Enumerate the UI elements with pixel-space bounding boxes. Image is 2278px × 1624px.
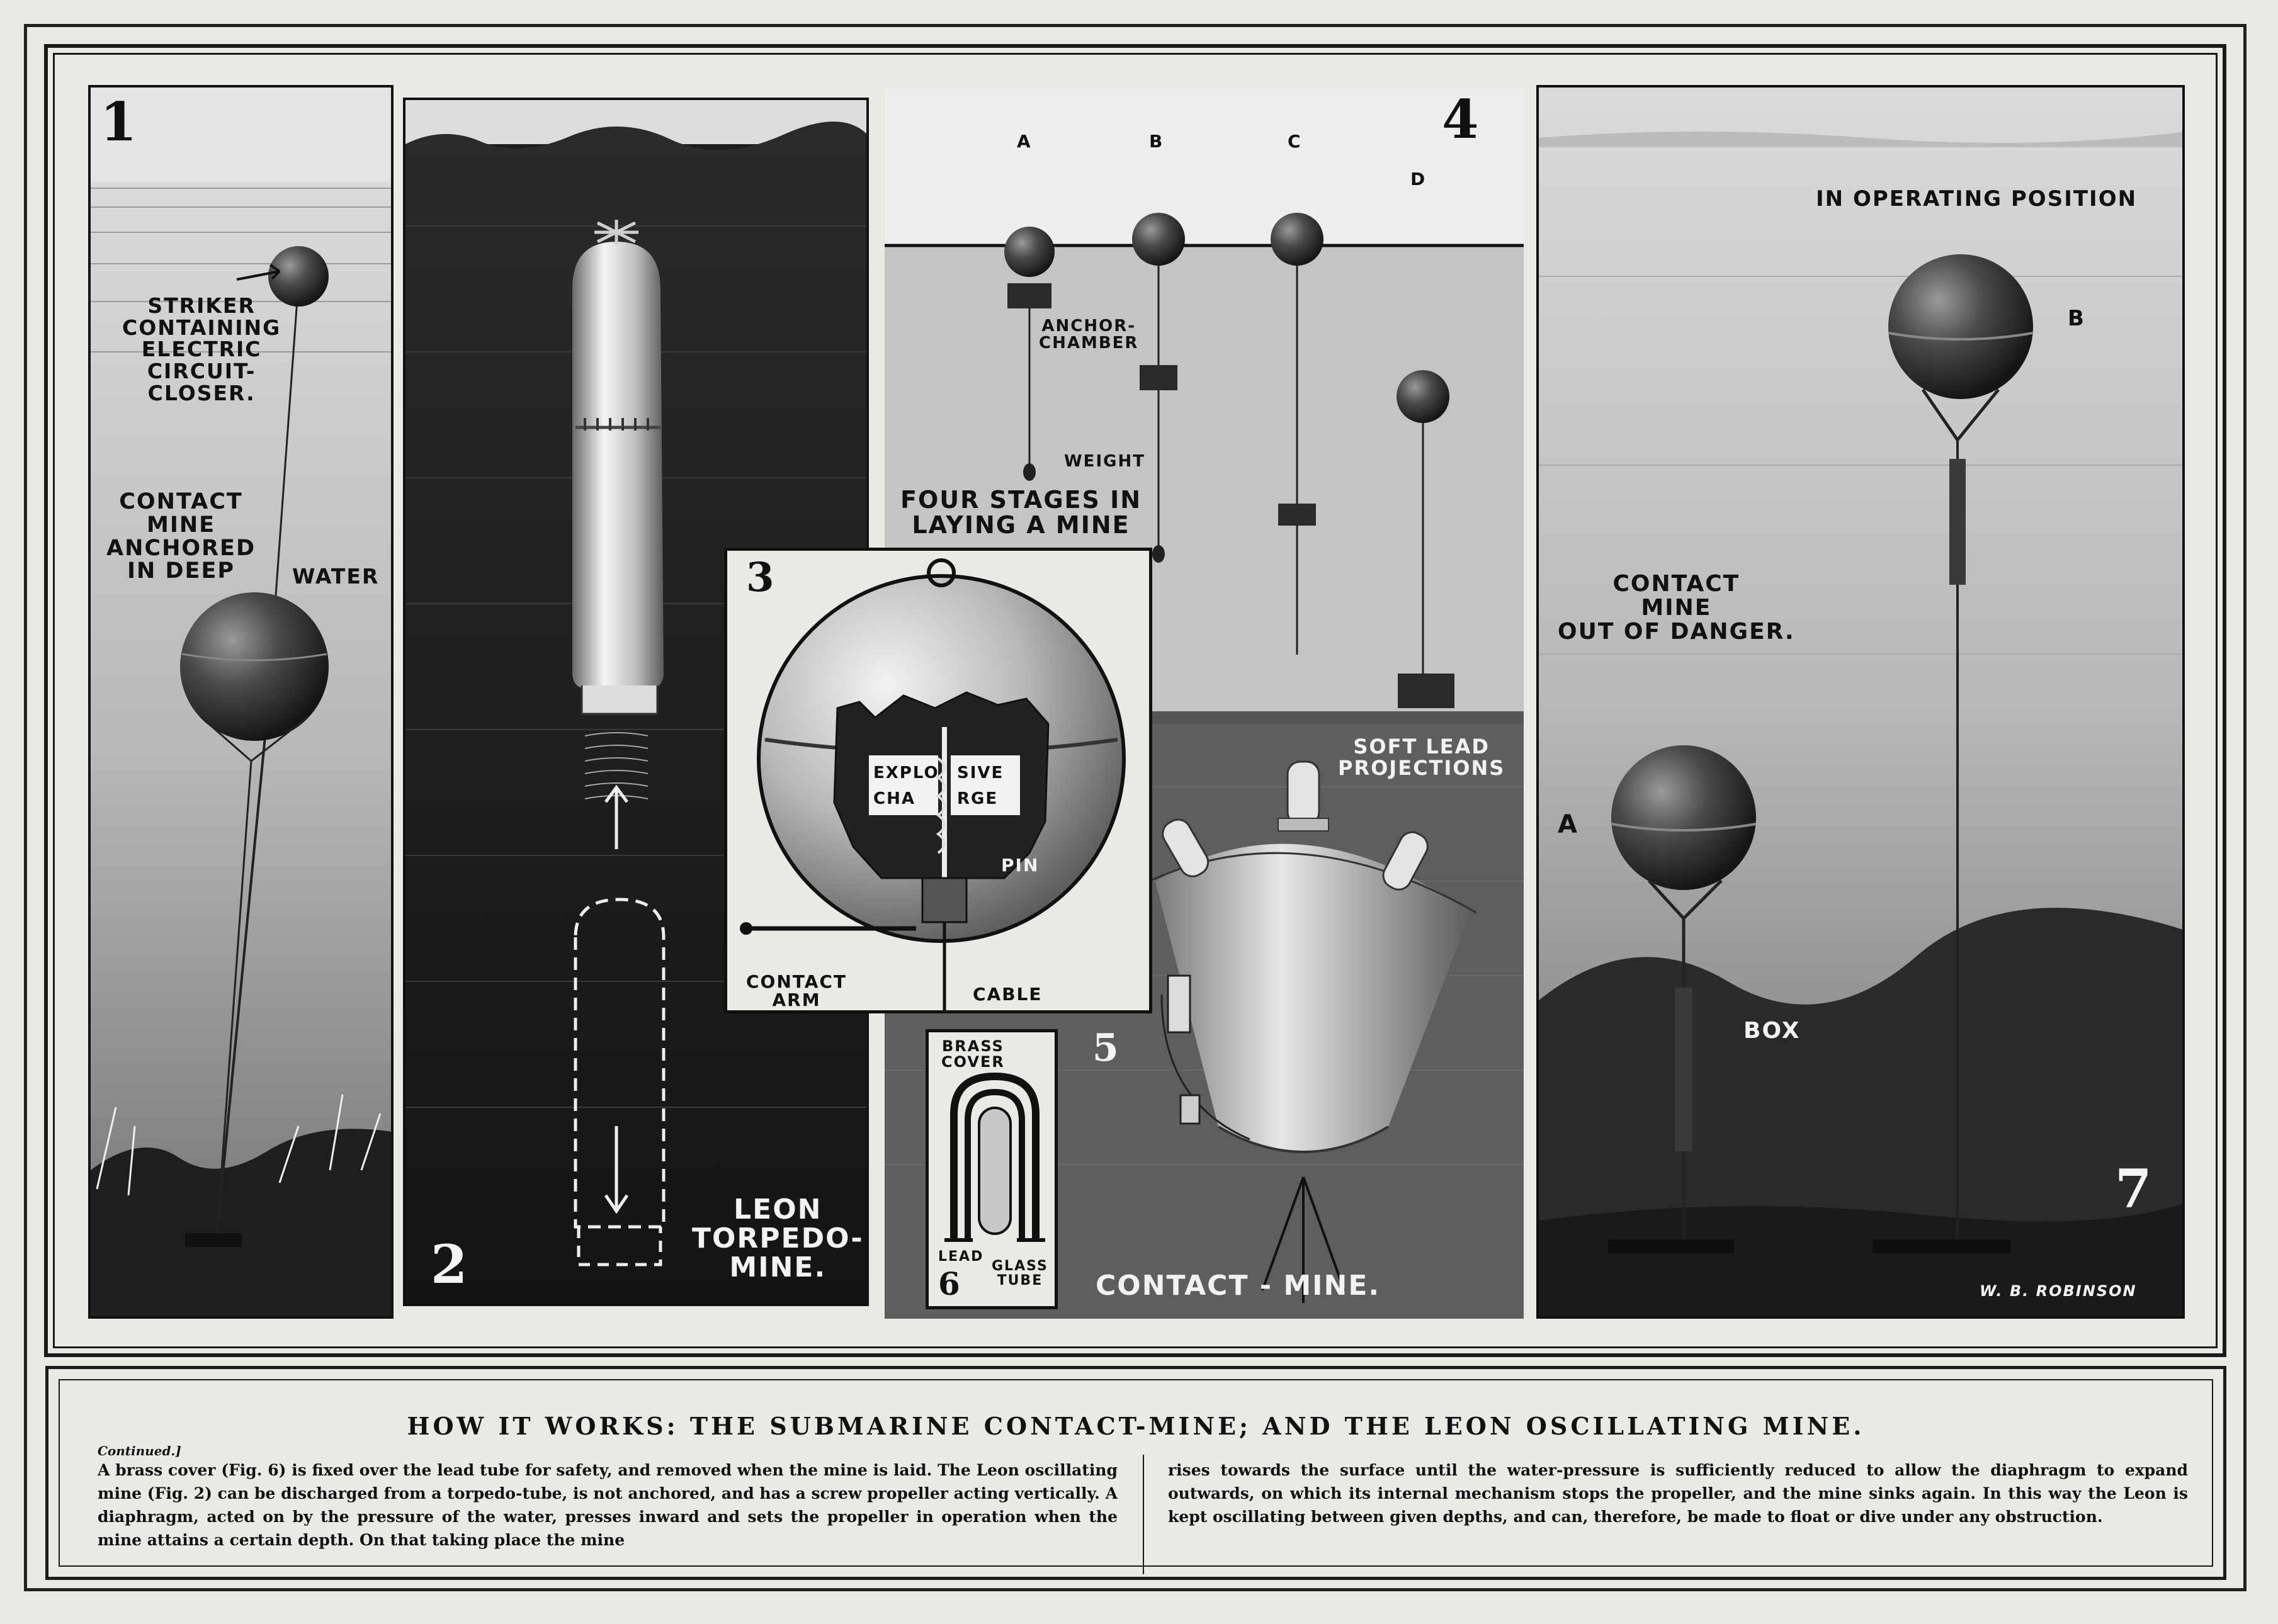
outer-border <box>24 24 2247 1591</box>
panel-7-oscillating-positions: 7 IN OPERATING POSITION B A CONTACT MINE… <box>1536 85 2185 1319</box>
lead-label: LEAD <box>938 1249 984 1265</box>
panel-1-illustration <box>91 182 391 1316</box>
pin-label: PIN <box>1001 855 1040 876</box>
contact-mine-title: CONTACT - MINE. <box>1096 1270 1381 1302</box>
caption-box: HOW IT WORKS: THE SUBMARINE CONTACT-MINE… <box>45 1366 2226 1580</box>
out-of-danger-line: OUT OF DANGER. <box>1558 618 1795 645</box>
contact-arm-label: CONTACT ARM <box>746 973 847 1010</box>
anchor-chamber-line: CHAMBER <box>1039 334 1139 353</box>
glass-tube-line: GLASS <box>992 1258 1048 1274</box>
panel-3-number: 3 <box>746 554 774 601</box>
charge-line: CHA <box>873 789 915 809</box>
title-line: TORPEDO- <box>692 1222 864 1255</box>
mine-label-line: ANCHORED <box>106 535 256 561</box>
anchor-chamber-line: ANCHOR- <box>1041 317 1136 336</box>
striker-label-line: CONTAINING <box>122 315 281 340</box>
panel-4-number: 4 <box>1442 88 1479 150</box>
position-b-label: B <box>2068 306 2085 331</box>
out-of-danger-line: MINE <box>1641 594 1712 621</box>
brass-cover-label: BRASS COVER <box>941 1037 1005 1071</box>
panel-5-number: 5 <box>1092 1026 1119 1070</box>
title-line: MINE. <box>729 1251 827 1284</box>
four-stages-line: LAYING A MINE <box>912 510 1130 539</box>
illustration-border <box>44 44 2226 1357</box>
cable-label: CABLE <box>973 984 1043 1005</box>
striker-label-line: CLOSER. <box>147 380 256 405</box>
anchor-chamber-label: ANCHOR- CHAMBER <box>1039 317 1139 353</box>
projections-line: PROJECTIONS <box>1338 755 1505 780</box>
four-stages-title: FOUR STAGES IN LAYING A MINE <box>900 486 1142 539</box>
panel-7-number: 7 <box>2115 1158 2152 1220</box>
explosive-charge-right: SIVE RGE <box>957 764 1004 809</box>
caption-title: HOW IT WORKS: THE SUBMARINE CONTACT-MINE… <box>407 1412 1865 1440</box>
weight-label: WEIGHT <box>1064 452 1145 471</box>
leon-torpedo-mine-title: LEON TORPEDO- MINE. <box>692 1195 864 1283</box>
panel-1-number: 1 <box>100 91 137 153</box>
stage-b-label: B <box>1149 131 1164 152</box>
mine-a-out-of-danger <box>1611 745 1756 890</box>
caption-inner: HOW IT WORKS: THE SUBMARINE CONTACT-MINE… <box>59 1379 2213 1574</box>
panel-1-anchored-mine: 1 STRIKER CONTAINING ELECTRIC CIRCUIT- C… <box>88 85 394 1319</box>
artist-signature: W. B. ROBINSON <box>1980 1282 2137 1300</box>
panel-6-number: 6 <box>938 1265 960 1302</box>
panel-6-illustration <box>944 1072 1045 1242</box>
title-line: LEON <box>734 1193 822 1226</box>
brass-cover-line: COVER <box>941 1053 1005 1071</box>
striker-label-line: CIRCUIT- <box>147 358 256 383</box>
anchored-mine-label: CONTACT MINE ANCHORED IN DEEP <box>106 490 256 583</box>
out-of-danger-label: CONTACT MINE OUT OF DANGER. <box>1558 572 1795 643</box>
caption-column-divider <box>1143 1455 1144 1574</box>
glass-tube <box>978 1107 1012 1235</box>
striker-label-line: STRIKER <box>147 293 256 318</box>
projections-line: SOFT LEAD <box>1353 735 1490 758</box>
striker-label-line: ELECTRIC <box>141 337 262 362</box>
mine-label-line: IN DEEP <box>127 558 235 584</box>
caption-right-column: rises towards the surface until the wate… <box>1168 1461 2188 1526</box>
mine-b-operating <box>1888 254 2033 399</box>
contact-arm-line: ARM <box>772 990 821 1011</box>
glass-tube-line: TUBE <box>997 1273 1043 1289</box>
down-arrow <box>604 1126 629 1214</box>
operating-position-label: IN OPERATING POSITION <box>1816 186 2138 211</box>
torpedo-outline-dashed <box>574 898 666 1229</box>
panel-2-number: 2 <box>431 1233 468 1295</box>
charge-line: EXPLO <box>873 764 939 782</box>
position-a-label: A <box>1558 810 1578 839</box>
illustration-inner-border <box>53 53 2218 1348</box>
panel-7-illustration <box>1539 87 2182 1316</box>
charge-line: RGE <box>957 789 999 809</box>
panel-3-mine-cutaway: 3 EXPLO CHA SIVE RGE PIN CONTACT ARM CAB… <box>724 548 1152 1013</box>
striker-label: STRIKER CONTAINING ELECTRIC CIRCUIT- CLO… <box>122 295 281 404</box>
panel-3-illustration <box>740 558 1126 1010</box>
up-arrow <box>604 784 629 849</box>
glass-tube-label: GLASS TUBE <box>992 1259 1048 1288</box>
caption-left-column: A brass cover (Fig. 6) is fixed over the… <box>98 1461 1118 1549</box>
contact-mine-sphere <box>180 592 329 741</box>
contact-mine-cone <box>1155 843 1470 1152</box>
stage-a-label: A <box>1017 131 1032 152</box>
box-label: BOX <box>1743 1018 1801 1044</box>
panel-6-brass-cover: BRASS COVER LEAD GLASS TUBE 6 <box>926 1029 1058 1309</box>
charge-line: SIVE <box>957 764 1004 782</box>
four-stages-line: FOUR STAGES IN <box>900 486 1142 514</box>
stage-d-label: D <box>1410 169 1427 189</box>
torpedo-mine-body <box>572 242 664 689</box>
caption-continued: Continued.] <box>98 1443 181 1458</box>
stage-c-label: C <box>1288 131 1302 152</box>
contact-arm-line: CONTACT <box>746 971 847 992</box>
striker-buoy <box>268 246 329 307</box>
explosive-charge-left: EXPLO CHA <box>873 764 939 809</box>
mine-label-line: CONTACT <box>119 489 243 514</box>
mine-label-line: MINE <box>146 512 216 538</box>
brass-cover-line: BRASS <box>941 1037 1004 1055</box>
soft-lead-projections-label: SOFT LEAD PROJECTIONS <box>1338 736 1505 779</box>
out-of-danger-line: CONTACT <box>1612 571 1740 597</box>
water-label: WATER <box>292 564 380 589</box>
